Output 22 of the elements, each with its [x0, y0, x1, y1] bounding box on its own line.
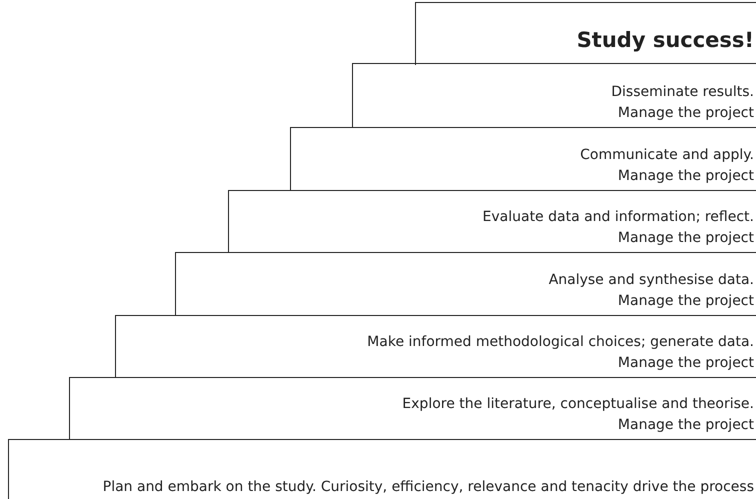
stair-step	[69, 377, 756, 439]
stair-step	[352, 63, 756, 127]
step-text: Manage the project	[618, 229, 754, 248]
step-text: Explore the literature, conceptualise and theorise.	[402, 395, 754, 414]
step-text: Manage the project	[618, 292, 754, 311]
stair-step	[115, 315, 756, 377]
step-text: Manage the project	[618, 167, 754, 186]
stair-step	[175, 252, 756, 315]
heading-text: Study success!	[576, 27, 754, 54]
stair-step	[8, 439, 756, 499]
step-text: Communicate and apply.	[580, 146, 754, 165]
step-text: Disseminate results.	[611, 83, 754, 102]
step-text: Manage the project	[618, 104, 754, 123]
stair-step	[290, 127, 756, 190]
step-text: Analyse and synthesise data.	[548, 271, 754, 290]
step-text: Evaluate data and information; reflect.	[482, 208, 754, 227]
step-text: Manage the project	[618, 416, 754, 435]
stair-step	[415, 2, 756, 65]
step-text: Manage the project	[618, 354, 754, 373]
stair-step	[228, 190, 756, 252]
step-text: Plan and embark on the study. Curiosity, efficiency, relevance and tenacity drive the process	[102, 478, 754, 497]
step-text: Make informed methodological choices; generate data.	[367, 333, 754, 352]
